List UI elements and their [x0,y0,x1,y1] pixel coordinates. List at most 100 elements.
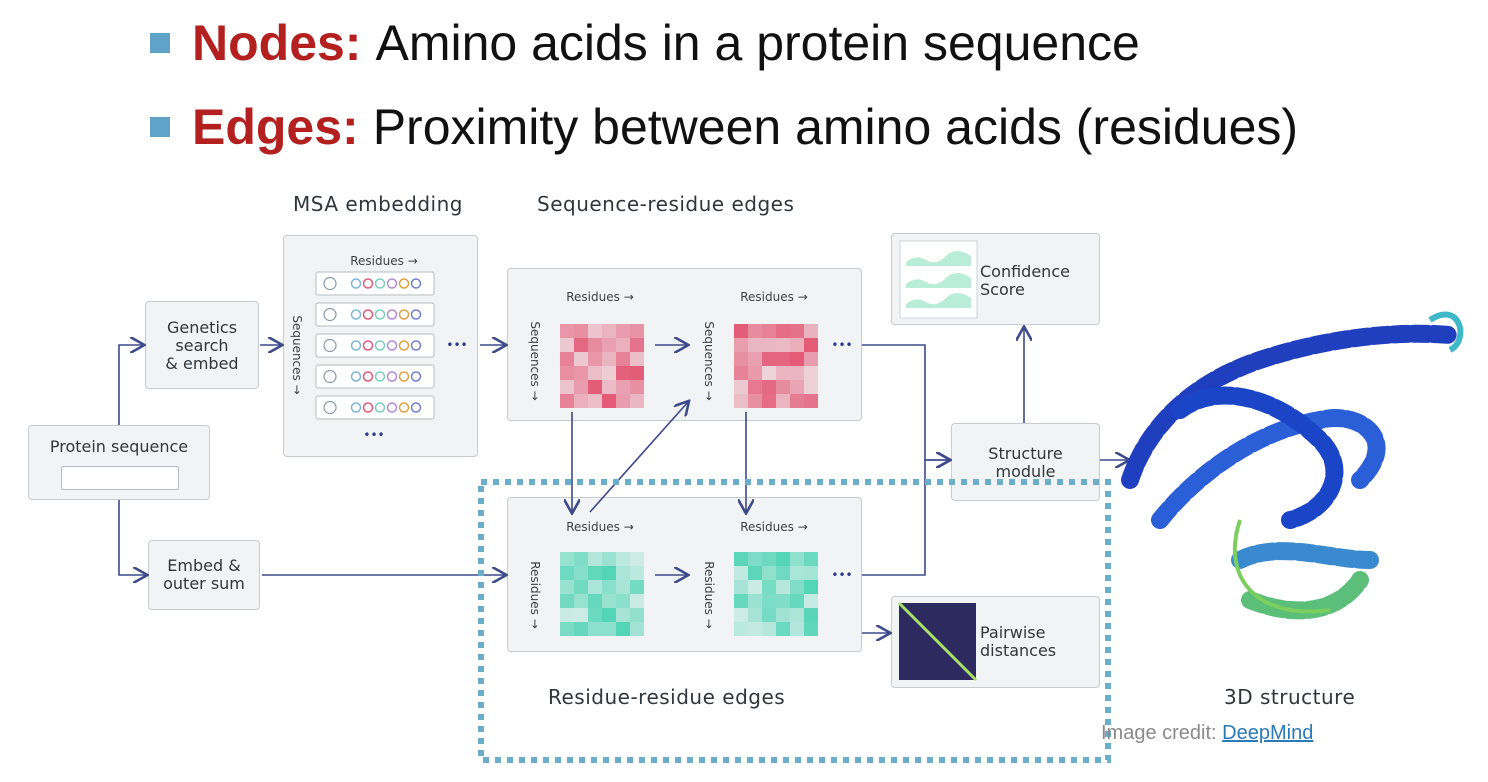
heatmap-cell-red [804,324,818,338]
heatmap-cell-teal [574,608,588,622]
structure-line2: module [995,462,1056,481]
heatmap-cell-teal [616,622,630,636]
heatmap-cell-red [616,338,630,352]
heatmap-cell-red [602,380,616,394]
heatmap-cell-red [616,352,630,366]
residue-glyph [398,371,410,382]
heatmap-cell-teal [588,622,602,636]
heatmap-cell-red [776,380,790,394]
protein-sequence-box: Protein sequence [28,425,210,500]
msa-ellipsis: ••• [363,428,385,442]
heatmap-cell-red [734,352,748,366]
heatmap-cell-teal [762,622,776,636]
heatmap-cell-teal [630,608,644,622]
heatmap-cell-red [574,380,588,394]
pairwise-line2: distances [980,641,1057,660]
heatmap-cell-teal [616,566,630,580]
bullet-keyword: Edges: [192,99,359,155]
heatmap-cell-red [630,366,644,380]
heatmap-cell-red [804,366,818,380]
confidence-sparkline [906,251,971,266]
protein-helix [1171,386,1344,529]
heatmap-cell-teal [734,552,748,566]
heatmap-cell-red [588,338,602,352]
residue-glyph [386,309,398,320]
protein-helix [1241,571,1369,620]
heatmap-cell-red [616,324,630,338]
heatmap-cell-teal [560,622,574,636]
heatmap-cell-teal [734,594,748,608]
deepmind-link[interactable]: DeepMind [1222,722,1314,744]
arrow-res-to-structure [862,460,949,576]
heatmap-cell-red [630,338,644,352]
heatmap-cell-teal [748,566,762,580]
heatmap-sequences-label: Sequences → [528,321,542,401]
heatmap-residues-down-label: Residues → [528,561,542,629]
heatmap-cell-teal [790,566,804,580]
residue-glyph [386,402,398,413]
heatmap-cell-teal [616,608,630,622]
heatmap-cell-teal [804,580,818,594]
protein-helix [1231,542,1379,569]
heatmap-cell-teal [762,566,776,580]
bullet-nodes: Nodes: Amino acids in a protein sequence [150,14,1140,72]
heatmap-cell-red [560,366,574,380]
residue-residue-caption: Residue-residue edges [548,685,786,709]
heatmap-cell-teal [748,594,762,608]
heatmap-cell-teal [790,580,804,594]
heatmap-cell-teal [560,566,574,580]
protein-sequence-label: Protein sequence [49,437,189,456]
heatmap-cell-teal [574,580,588,594]
heatmap-cell-red [588,394,602,408]
heatmap-cell-teal [748,608,762,622]
heatmap-cell-red [748,366,762,380]
heatmap-cell-teal [734,566,748,580]
heatmap-cell-teal [776,608,790,622]
heatmap-cell-red [790,394,804,408]
heatmap-cell-teal [804,566,818,580]
genetics-line2: search [175,336,229,355]
heatmap-cell-red [748,380,762,394]
heatmap-cell-teal [588,594,602,608]
heatmap-cell-teal [790,552,804,566]
arrow-seq-to-structure [862,344,949,460]
residue-glyph [398,402,410,413]
heatmap-cell-teal [574,622,588,636]
protein-helix [1121,324,1459,489]
heatmap-cell-teal [804,622,818,636]
heatmap-cell-red [630,380,644,394]
heatmap-cell-teal [602,594,616,608]
structure-3d-caption: 3D structure [1224,685,1356,709]
heatmap-cell-teal [602,622,616,636]
protein-loop [1428,311,1464,353]
heatmap-cell-red [574,324,588,338]
heatmap-cell-teal [588,552,602,566]
bullet-text: Amino acids in a protein sequence [375,15,1140,71]
heatmap-cell-teal [734,580,748,594]
residue-glyph [362,278,374,289]
msa-residues-label: Residues → [350,254,418,268]
heatmap-cell-red [588,366,602,380]
genetics-line1: Genetics [166,318,238,337]
heatmap-residues-label: Residues → [566,520,634,534]
residue-glyph [410,278,422,289]
heatmap-cell-red [734,338,748,352]
heatmap-cell-red [790,366,804,380]
heatmap-cell-red [790,338,804,352]
heatmap-cell-teal [630,552,644,566]
heatmap-cell-red [734,324,748,338]
heatmap-cell-red [762,366,776,380]
heatmap-cell-red [748,394,762,408]
heatmap-cell-teal [776,580,790,594]
msa-row-icon [323,369,337,384]
residue-glyph [374,278,386,289]
heatmap-residues-down-label: Residues → [702,561,716,629]
genetics-line3: & embed [165,354,239,373]
heatmap-cell-red [734,394,748,408]
sequence-strip [61,466,179,490]
heatmap-cell-red [776,352,790,366]
heatmap-cell-teal [602,580,616,594]
heatmap-cell-red [602,352,616,366]
heatmap-cell-red [588,380,602,394]
heatmap-cell-teal [630,580,644,594]
